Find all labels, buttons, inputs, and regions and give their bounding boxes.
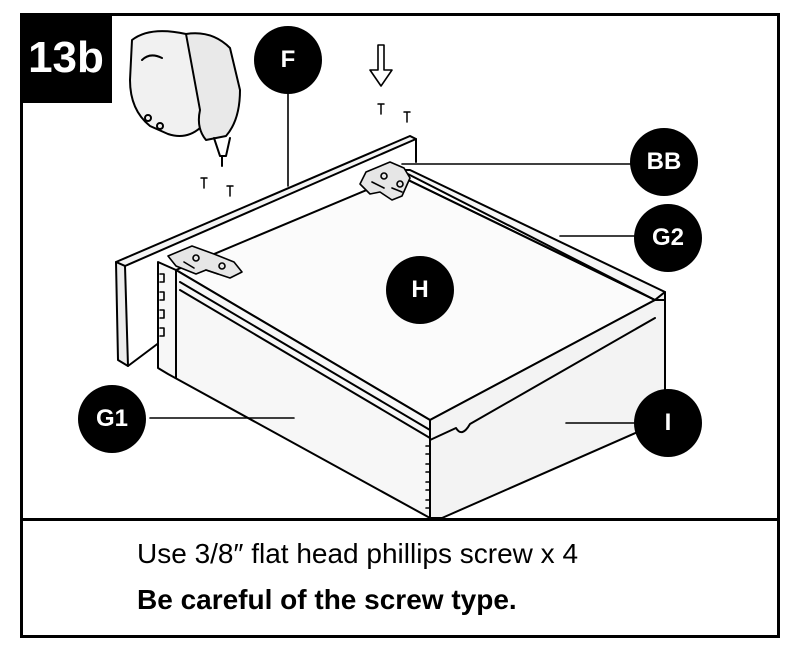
callout-bb: BB — [630, 128, 698, 196]
drill-icon — [130, 31, 240, 166]
callout-g1: G1 — [78, 385, 146, 453]
down-arrow-icon — [370, 45, 392, 86]
warning-text: Be careful of the screw type. — [137, 584, 757, 616]
callout-f: F — [254, 26, 322, 94]
callout-h: H — [386, 256, 454, 324]
callout-g2: G2 — [634, 204, 702, 272]
callout-i: I — [634, 389, 702, 457]
step-number-badge: 13b — [20, 13, 112, 103]
instruction-text: Use 3/8″ flat head phillips screw x 4 — [137, 538, 757, 570]
